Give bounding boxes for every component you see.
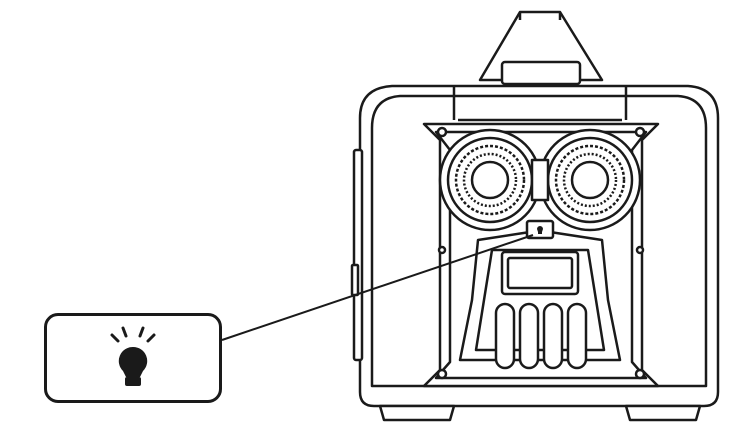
callout-leader-line: [221, 234, 534, 341]
fan-left: [438, 128, 542, 232]
display-window: [500, 250, 580, 296]
vent-slots: [494, 302, 588, 370]
light-bulb-icon: [110, 326, 156, 386]
callout-box: [44, 313, 222, 403]
top-handle: [478, 10, 604, 86]
light-button[interactable]: [525, 219, 555, 240]
fan-right: [538, 128, 642, 232]
